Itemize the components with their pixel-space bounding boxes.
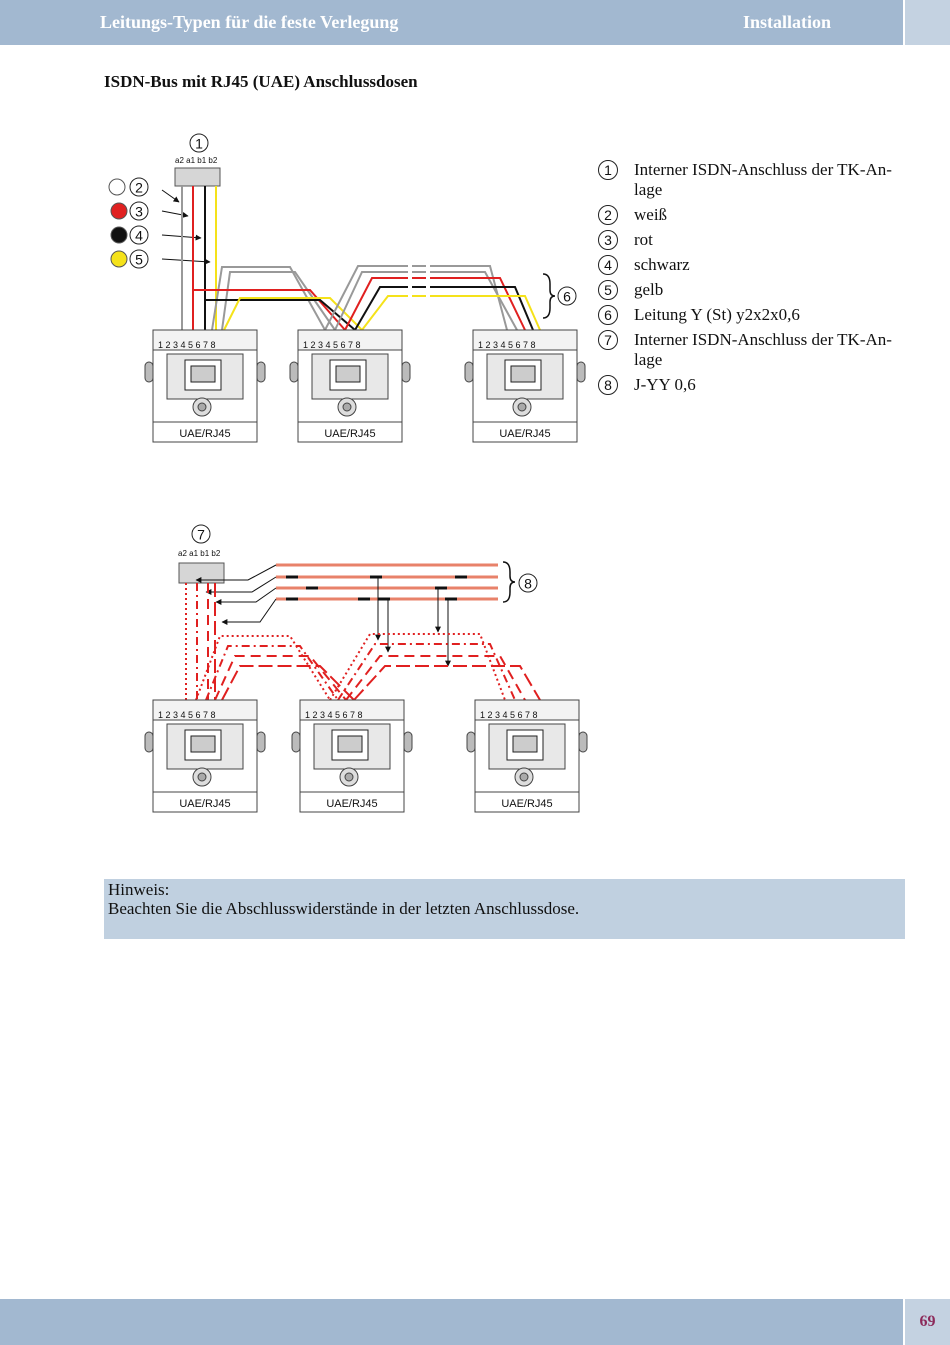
socket-5-label: UAE/RJ45 [326, 798, 377, 810]
terminal-callout-2 [191, 524, 211, 544]
black-wire-dot [110, 226, 128, 244]
legend-number: 1 [598, 160, 618, 180]
legend-text: weiß [634, 205, 668, 224]
legend-item: 7 Interner ISDN-Anschluss der TK-An- lage [598, 330, 908, 370]
footer-tab [905, 1299, 950, 1345]
red-wire-dot [110, 202, 128, 220]
socket-1-label: UAE/RJ45 [179, 428, 230, 440]
diagram1: 1 a2 a1 b1 b2 2 3 4 5 [108, 133, 586, 443]
header-title: Leitungs-Typen für die feste Verlegung [100, 12, 399, 32]
legend-item: 3 rot [598, 230, 908, 250]
header-bar: Leitungs-Typen für die feste Verlegung I… [0, 0, 903, 45]
legend-text: rot [634, 230, 653, 249]
header-section: Installation [742, 12, 831, 32]
socket-4: 1 2 3 4 5 6 7 8 UAE/RJ45 [144, 699, 266, 813]
socket-2: 1 2 3 4 5 6 7 8 UAE/RJ45 [289, 329, 411, 443]
white-wire-dot [108, 178, 126, 196]
legend-text: gelb [634, 280, 664, 299]
wiring-diagrams: 1 a2 a1 b1 b2 2 3 4 5 [108, 133, 588, 813]
legend-item: 1 Interner ISDN-Anschluss der TK-An- lage [598, 160, 908, 200]
legend-text: schwarz [634, 255, 690, 274]
wire-marker-4: 4 [135, 228, 143, 244]
wire-marker-numbers: 2 3 4 5 [129, 177, 149, 269]
diagram2: 7 a2 a1 b1 b2 [144, 524, 588, 813]
section-title: ISDN-Bus mit RJ45 (UAE) Anschlussdosen [104, 72, 418, 91]
cable-callout-2 [518, 573, 538, 593]
legend-item: 8 J-YY 0,6 [598, 375, 908, 395]
footer-bar [0, 1299, 903, 1345]
terminal-pin-labels: a2 a1 b1 b2 [175, 156, 218, 165]
terminal-block [174, 167, 221, 187]
cable-callout-2-number: 8 [524, 576, 532, 592]
socket-3-label: UAE/RJ45 [499, 428, 550, 440]
cable-callout [557, 286, 577, 306]
socket-1: 1 2 3 4 5 6 7 8 UAE/RJ45 [144, 329, 266, 443]
wire-marker-2: 2 [135, 180, 143, 196]
socket-2-label: UAE/RJ45 [324, 428, 375, 440]
svg-text:1 2 3 4 5 6 7 8: 1 2 3 4 5 6 7 8 [478, 340, 536, 350]
legend-item: 6 Leitung Y (St) y2x2x0,6 [598, 305, 908, 325]
socket-6: 1 2 3 4 5 6 7 8 UAE/RJ45 [466, 699, 588, 813]
legend-text: J-YY 0,6 [634, 375, 696, 394]
terminal-callout-number: 1 [195, 136, 203, 152]
socket-4-label: UAE/RJ45 [179, 798, 230, 810]
yellow-wire-dot [110, 250, 128, 268]
note-title: Hinweis: [108, 880, 170, 899]
legend-number: 7 [598, 330, 618, 350]
legend-item: 5 gelb [598, 280, 908, 300]
legend-text: Interner ISDN-Anschluss der TK-An- lage [634, 160, 892, 199]
cable-callout-number: 6 [563, 289, 571, 305]
wire-marker-3: 3 [135, 204, 143, 220]
legend-number: 2 [598, 205, 618, 225]
terminal-callout [189, 133, 209, 153]
svg-text:1 2 3 4 5 6 7 8: 1 2 3 4 5 6 7 8 [305, 710, 363, 720]
note-text: Beachten Sie die Abschlusswiderstände in… [108, 899, 580, 918]
svg-text:1 2 3 4 5 6 7 8: 1 2 3 4 5 6 7 8 [480, 710, 538, 720]
legend-item: 4 schwarz [598, 255, 908, 275]
legend-text: Interner ISDN-Anschluss der TK-An- lage [634, 330, 892, 369]
socket-3: 1 2 3 4 5 6 7 8 UAE/RJ45 [464, 329, 586, 443]
svg-text:1 2 3 4 5 6 7 8: 1 2 3 4 5 6 7 8 [158, 340, 216, 350]
note-box: Hinweis: Beachten Sie die Abschlusswider… [104, 879, 905, 939]
svg-text:1 2 3 4 5 6 7 8: 1 2 3 4 5 6 7 8 [158, 710, 216, 720]
legend-text: Leitung Y (St) y2x2x0,6 [634, 305, 800, 324]
svg-text:1 2 3 4 5 6 7 8: 1 2 3 4 5 6 7 8 [303, 340, 361, 350]
legend-number: 5 [598, 280, 618, 300]
header-tab [905, 0, 950, 45]
socket-5: 1 2 3 4 5 6 7 8 UAE/RJ45 [291, 699, 413, 813]
terminal-2-pin-labels: a2 a1 b1 b2 [178, 549, 221, 558]
legend-number: 6 [598, 305, 618, 325]
terminal-callout-2-number: 7 [197, 527, 205, 543]
terminal-block-2 [178, 562, 225, 584]
legend-number: 4 [598, 255, 618, 275]
legend-number: 3 [598, 230, 618, 250]
socket-6-label: UAE/RJ45 [501, 798, 552, 810]
page-number: 69 [919, 1313, 936, 1330]
legend-item: 2 weiß [598, 205, 908, 225]
wire-marker-5: 5 [135, 252, 143, 268]
legend-number: 8 [598, 375, 618, 395]
